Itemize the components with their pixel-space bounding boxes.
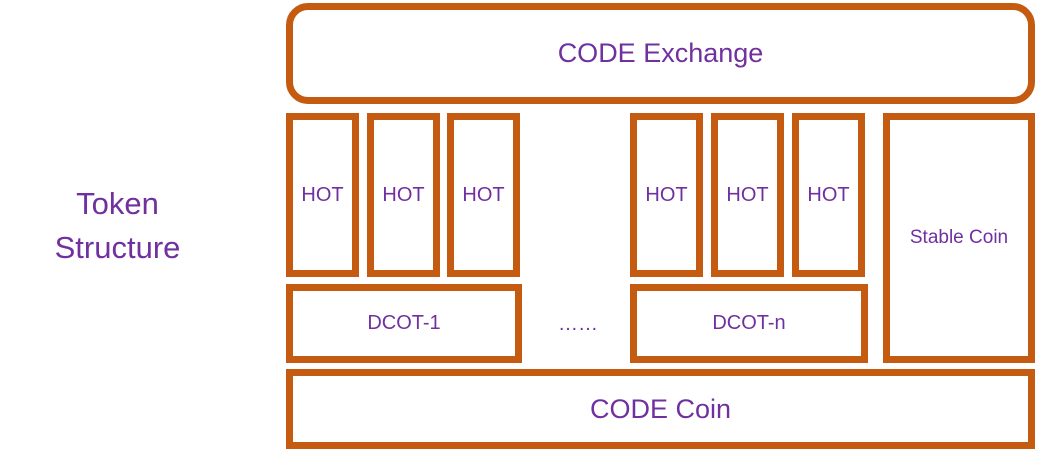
title-line-token: Token xyxy=(76,186,159,221)
dcot-n-box: DCOT-n xyxy=(630,284,868,363)
hot-token-box-2: HOT xyxy=(367,113,440,277)
hot-token-box-4: HOT xyxy=(630,113,703,277)
code-coin-box: CODE Coin xyxy=(286,369,1035,449)
stable-coin-box: Stable Coin xyxy=(883,113,1035,363)
dcot-1-box: DCOT-1 xyxy=(286,284,522,363)
hot-token-box-5: HOT xyxy=(711,113,784,277)
hot-token-box-6: HOT xyxy=(792,113,865,277)
title-line-structure: Structure xyxy=(54,230,181,265)
hot-token-box-3: HOT xyxy=(447,113,520,277)
code-exchange-box: CODE Exchange xyxy=(286,3,1035,104)
dcot-ellipsis: …… xyxy=(558,313,598,335)
hot-token-box-1: HOT xyxy=(286,113,359,277)
